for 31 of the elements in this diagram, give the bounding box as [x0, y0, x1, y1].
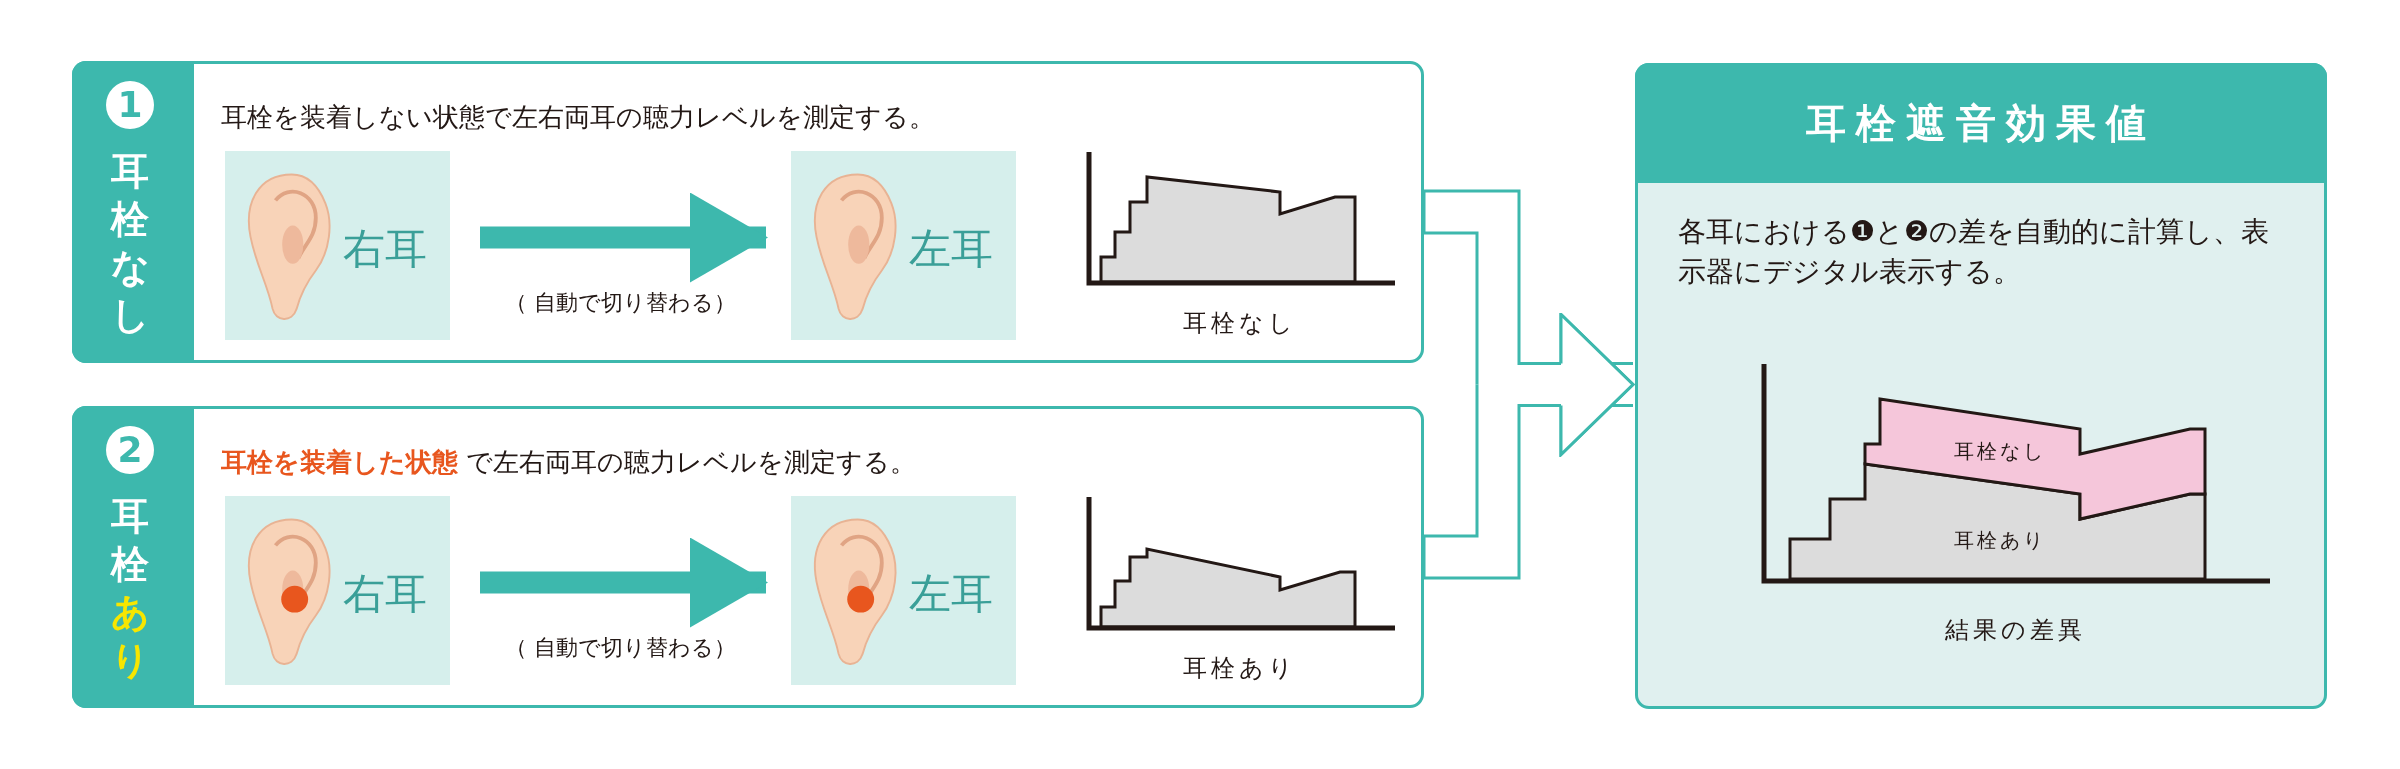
- result-panel: [1635, 63, 2327, 709]
- chart-label: 耳栓あり: [1954, 526, 2046, 554]
- chart-caption: 耳栓なし: [1183, 308, 1297, 339]
- instruction-text: 耳栓を装着しない状態で左右両耳の聴力レベルを測定する。: [221, 101, 935, 134]
- ear-label: 左耳: [909, 568, 993, 620]
- chart-label: 耳栓なし: [1954, 437, 2046, 465]
- arrow: [480, 537, 768, 628]
- ear-label: 右耳: [343, 568, 427, 620]
- vertical-title: 耳栓なし: [110, 148, 150, 339]
- ear-panel: [225, 496, 450, 685]
- chart-caption: 耳栓あり: [1183, 653, 1297, 684]
- edge-label: （ 自動で切り替わる）: [505, 288, 736, 317]
- ear-panel: [791, 496, 1016, 685]
- description-text: 各耳における❶と❷の差を自動的に計算し、表示器にデジタル表示する。: [1678, 214, 2271, 290]
- step-number: 2: [106, 426, 154, 474]
- edge-label: （ 自動で切り替わる）: [505, 633, 736, 662]
- step-chart: [1760, 364, 2270, 586]
- arrow: [480, 192, 768, 283]
- step-chart: [1085, 497, 1395, 633]
- instruction-text: 耳栓を装着した状態 で左右両耳の聴力レベルを測定する。: [221, 446, 917, 479]
- ear-label: 左耳: [909, 223, 993, 275]
- ear-panel: [791, 151, 1016, 340]
- ear-label: 右耳: [343, 223, 427, 275]
- step-number: 1: [106, 81, 154, 129]
- panel-title: 耳栓遮音効果値: [1635, 63, 2327, 183]
- step-panel: [72, 406, 1424, 708]
- step-chart: [1085, 152, 1395, 288]
- ear-panel: [225, 151, 450, 340]
- step-panel: [72, 61, 1424, 363]
- chart-caption: 結果の差異: [1944, 615, 2086, 646]
- vertical-title: 耳栓あり: [110, 493, 150, 684]
